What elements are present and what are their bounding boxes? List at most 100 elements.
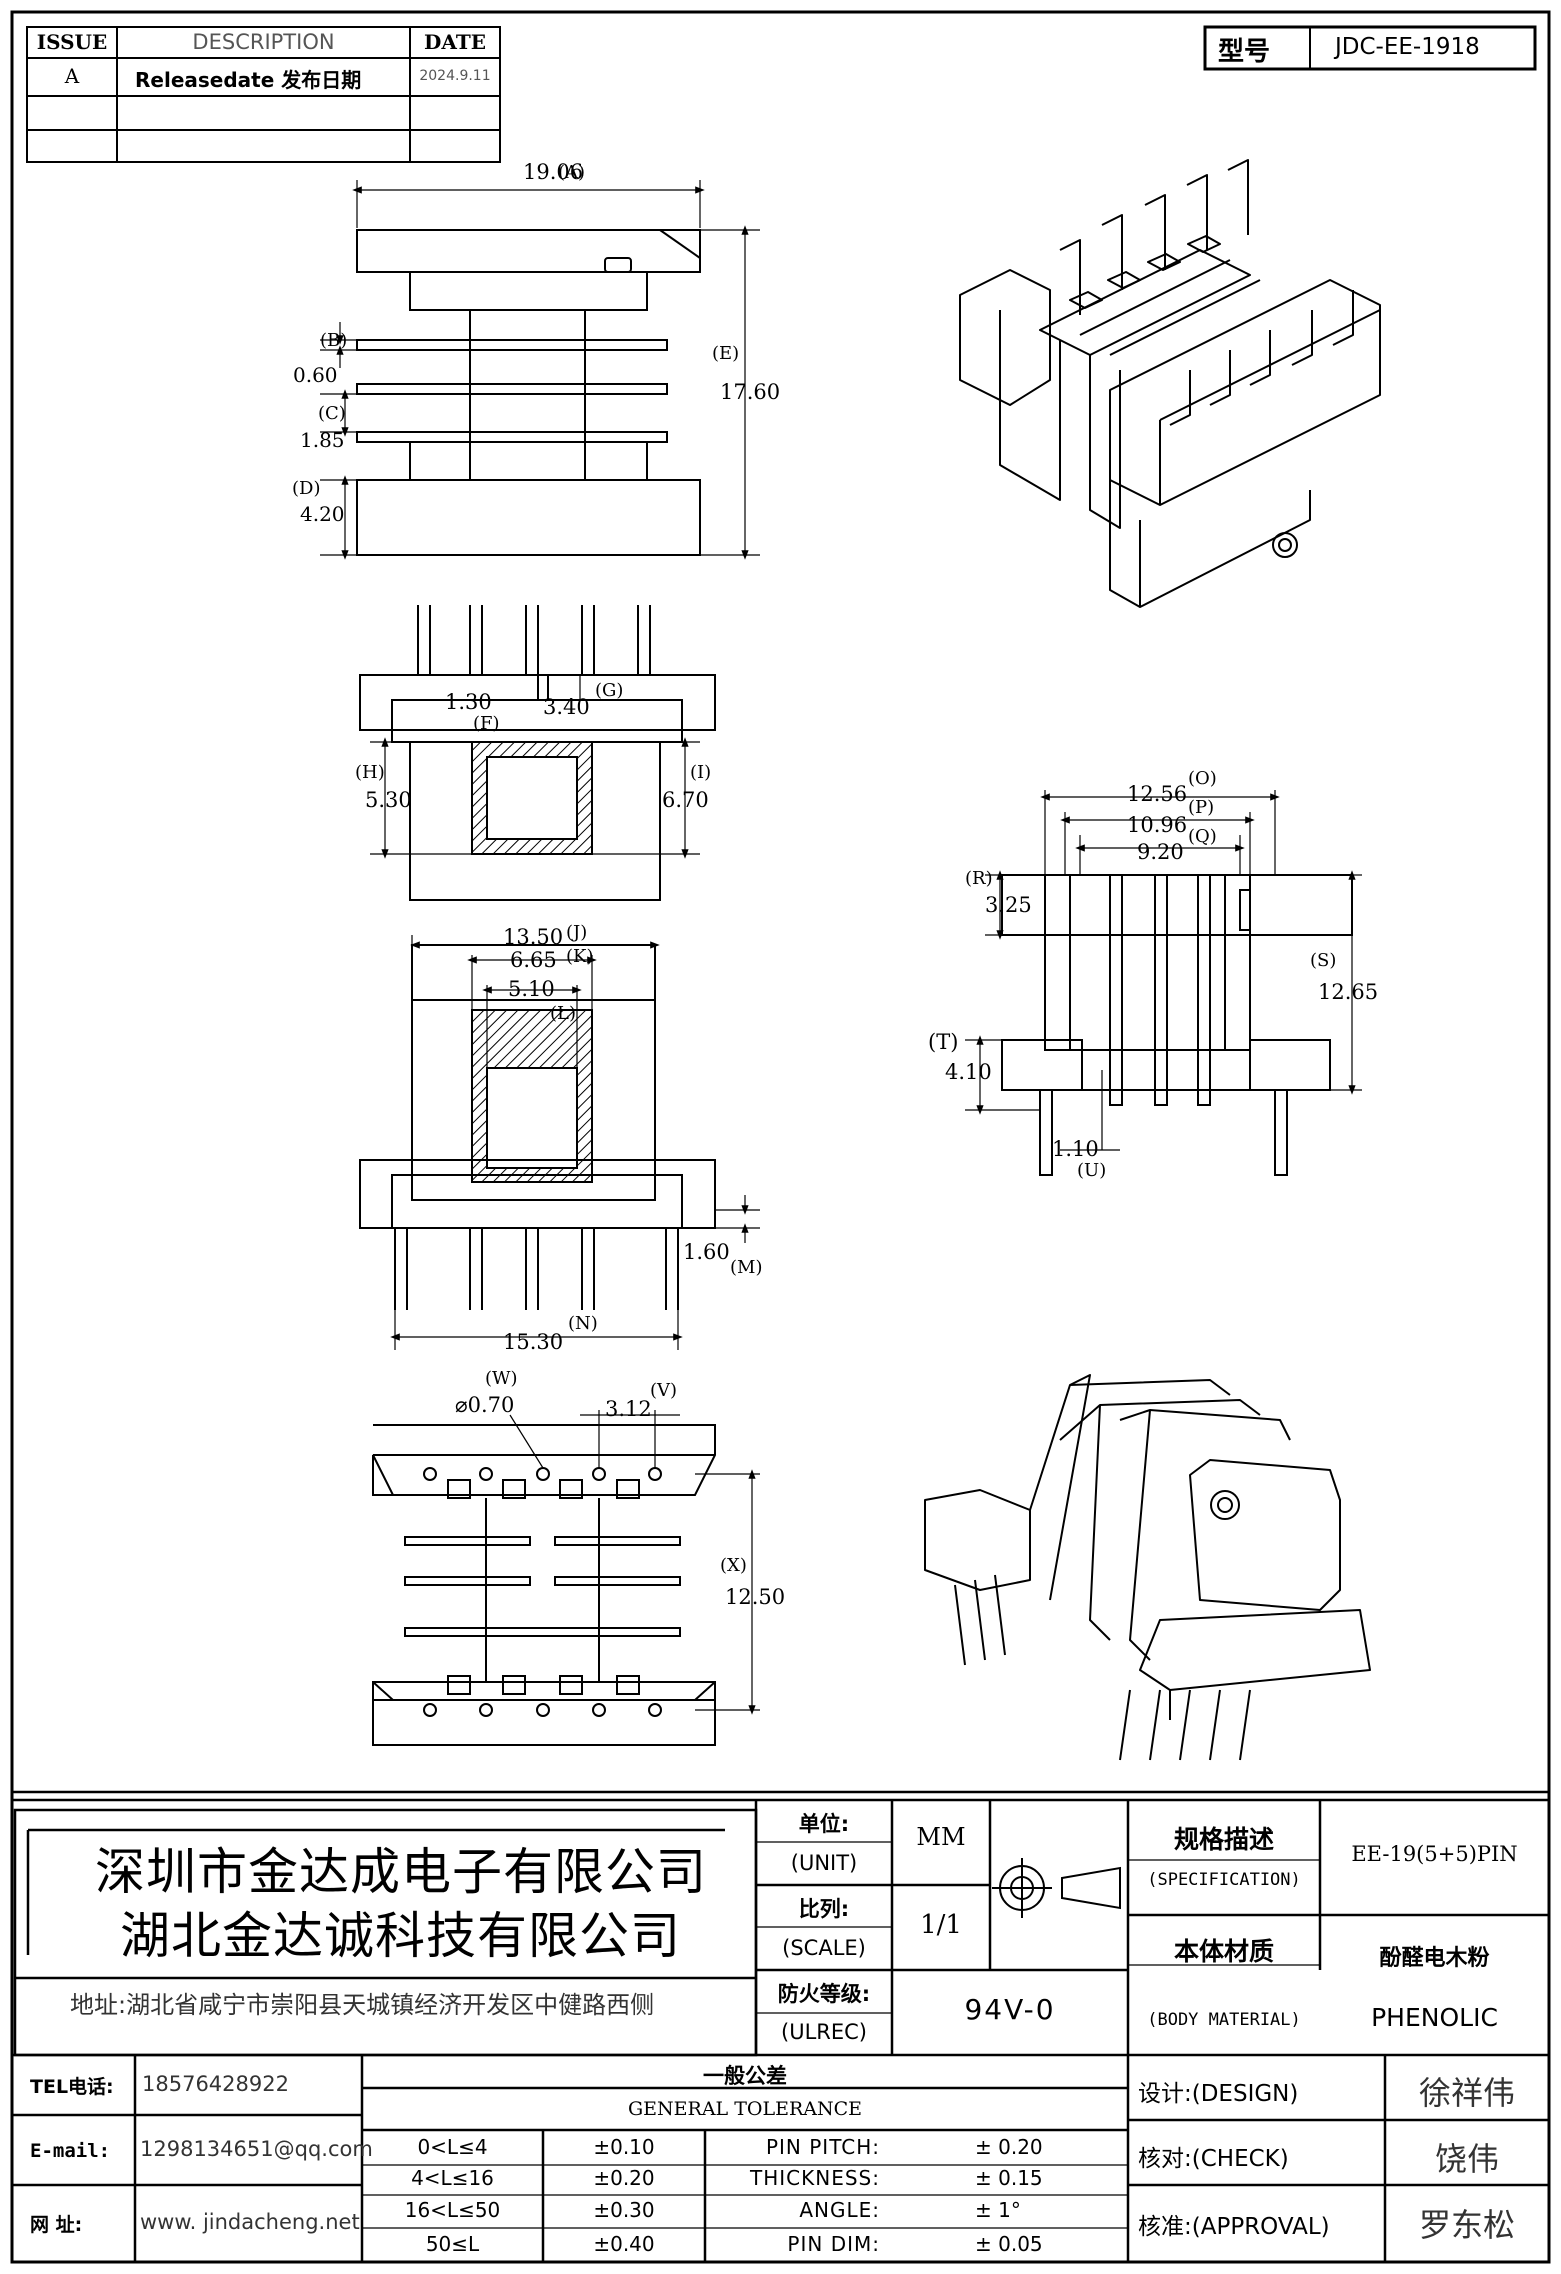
dim-c-letter: (C) bbox=[318, 403, 346, 424]
dim-v-letter: (V) bbox=[650, 1380, 678, 1401]
tolerance-title-en: GENERAL TOLERANCE bbox=[627, 2098, 863, 2120]
dim-f-letter: (F) bbox=[473, 713, 500, 734]
tolerance-range-2: 4<L≤16 bbox=[411, 2166, 494, 2190]
tolerance-spec-value-1: ± 0.20 bbox=[975, 2135, 1043, 2159]
dim-e-value: 17.60 bbox=[720, 380, 781, 404]
check-label: 核对:(CHECK) bbox=[1138, 2146, 1289, 2172]
material-value-en: PHENOLIC bbox=[1371, 2003, 1498, 2032]
dim-w-letter: (W) bbox=[485, 1368, 518, 1389]
rev-header-issue: ISSUE bbox=[36, 30, 108, 54]
company-name-2: 湖北金达诚科技有限公司 bbox=[120, 1907, 681, 1965]
tolerance-value-1: ±0.10 bbox=[593, 2135, 655, 2159]
dim-d-letter: (D) bbox=[292, 478, 321, 499]
dim-q-letter: (Q) bbox=[1188, 826, 1217, 847]
dim-i-value: 6.70 bbox=[662, 788, 709, 812]
tolerance-value-2: ±0.20 bbox=[593, 2166, 655, 2190]
tel-value: 18576428922 bbox=[142, 2072, 289, 2096]
rev-header-description: DESCRIPTION bbox=[192, 30, 335, 54]
spec-label: 规格描述 bbox=[1173, 1825, 1274, 1854]
design-value: 徐祥伟 bbox=[1418, 2074, 1515, 2112]
approval-value: 罗东松 bbox=[1418, 2206, 1515, 2244]
dim-p-letter: (P) bbox=[1188, 797, 1215, 818]
tolerance-title-cn: 一般公差 bbox=[703, 2064, 787, 2088]
dim-a-letter: (A) bbox=[558, 162, 586, 183]
dim-g-letter: (G) bbox=[595, 680, 624, 701]
dim-w-value: ⌀0.70 bbox=[455, 1393, 515, 1417]
dim-r-letter: (R) bbox=[965, 868, 993, 889]
tolerance-range-1: 0<L≤4 bbox=[417, 2135, 488, 2159]
company-address: 地址:湖北省咸宁市崇阳县天城镇经济开发区中健路西侧 bbox=[70, 1991, 655, 2019]
design-label: 设计:(DESIGN) bbox=[1138, 2081, 1299, 2107]
dim-v-value: 3.12 bbox=[605, 1397, 652, 1421]
dim-n-value: 15.30 bbox=[503, 1330, 564, 1354]
material-label: 本体材质 bbox=[1173, 1937, 1274, 1966]
dim-r-value: 3.25 bbox=[985, 893, 1032, 917]
tolerance-range-4: 50≤L bbox=[425, 2232, 480, 2256]
tolerance-value-3: ±0.30 bbox=[593, 2198, 655, 2222]
dim-u-letter: (U) bbox=[1077, 1160, 1107, 1181]
title-block-grid-thin bbox=[362, 1841, 1320, 2229]
material-value-cn: 酚醛电木粉 bbox=[1379, 1946, 1490, 1971]
dim-g-value: 3.40 bbox=[543, 695, 590, 719]
dim-j-letter: (J) bbox=[566, 922, 588, 943]
dim-c-value: 1.85 bbox=[300, 428, 345, 452]
check-value: 饶伟 bbox=[1434, 2140, 1499, 2178]
email-value: 1298134651@qq.com bbox=[140, 2137, 373, 2161]
view-front-upper-dims bbox=[370, 675, 700, 859]
tolerance-spec-value-4: ± 0.05 bbox=[975, 2232, 1043, 2256]
email-label: E-mail: bbox=[30, 2140, 111, 2162]
ulrec-label-en: (ULREC) bbox=[781, 2020, 867, 2044]
rev-header-date: DATE bbox=[424, 30, 486, 54]
web-label: 网 址: bbox=[30, 2214, 83, 2236]
isometric-view-bottom bbox=[924, 1374, 1371, 1761]
rev-row-description: Releasedate 发布日期 bbox=[135, 68, 362, 92]
scale-label-en: (SCALE) bbox=[782, 1936, 866, 1960]
dim-q-value: 9.20 bbox=[1137, 840, 1184, 864]
view-plan bbox=[372, 1424, 716, 1746]
spec-value: EE-19(5+5)PIN bbox=[1351, 1842, 1518, 1866]
tolerance-spec-1: PIN PITCH: bbox=[765, 2135, 880, 2159]
web-value: www. jindacheng.net bbox=[140, 2210, 360, 2234]
ulrec-value: 94V-0 bbox=[964, 1993, 1056, 2026]
tolerance-spec-4: PIN DIM: bbox=[787, 2232, 880, 2256]
tolerance-spec-2: THICKNESS: bbox=[750, 2166, 880, 2190]
dim-n-letter: (N) bbox=[568, 1313, 598, 1334]
dim-b-value: 0.60 bbox=[293, 363, 338, 387]
view-front-upper bbox=[359, 605, 716, 901]
sheet-border bbox=[10, 10, 1551, 2264]
spec-label-en: (SPECIFICATION) bbox=[1147, 1870, 1301, 1890]
tolerance-spec-3: ANGLE: bbox=[799, 2198, 880, 2222]
ulrec-label: 防火等级: bbox=[777, 1982, 871, 2006]
revision-table-grid bbox=[26, 26, 501, 163]
tolerance-range-3: 16<L≤50 bbox=[404, 2198, 501, 2222]
dim-h-letter: (H) bbox=[355, 762, 385, 783]
rev-row-date: 2024.9.11 bbox=[419, 68, 491, 84]
dim-d-value: 4.20 bbox=[300, 502, 345, 526]
dim-x-letter: (X) bbox=[720, 1555, 747, 1576]
model-label: 型号 bbox=[1218, 37, 1271, 67]
unit-label: 单位: bbox=[798, 1812, 850, 1836]
tolerance-value-4: ±0.40 bbox=[593, 2232, 655, 2256]
dim-k-value: 6.65 bbox=[510, 948, 557, 972]
dim-i-letter: (I) bbox=[690, 762, 712, 783]
scale-value: 1/1 bbox=[920, 1910, 962, 1940]
approval-label: 核准:(APPROVAL) bbox=[1138, 2214, 1330, 2240]
model-value: JDC-EE-1918 bbox=[1335, 34, 1480, 60]
unit-label-en: (UNIT) bbox=[790, 1851, 858, 1875]
projection-symbol-icon bbox=[992, 1858, 1121, 1918]
dim-t-letter: (T) bbox=[928, 1030, 959, 1054]
model-box bbox=[1203, 25, 1537, 71]
dim-o-value: 12.56 bbox=[1127, 782, 1188, 806]
dim-m-letter: (M) bbox=[730, 1257, 763, 1278]
view-bottom-dims bbox=[390, 935, 760, 1350]
tolerance-spec-value-2: ± 0.15 bbox=[975, 2166, 1043, 2190]
isometric-view-top bbox=[959, 159, 1381, 608]
view-top-left bbox=[356, 229, 701, 556]
dim-k-letter: (K) bbox=[566, 946, 594, 967]
scale-label: 比列: bbox=[798, 1897, 850, 1921]
dim-s-letter: (S) bbox=[1310, 950, 1337, 971]
dim-p-value: 10.96 bbox=[1127, 813, 1188, 837]
dim-j-value: 13.50 bbox=[503, 925, 564, 949]
dim-a-value: 19.06 bbox=[523, 160, 584, 184]
